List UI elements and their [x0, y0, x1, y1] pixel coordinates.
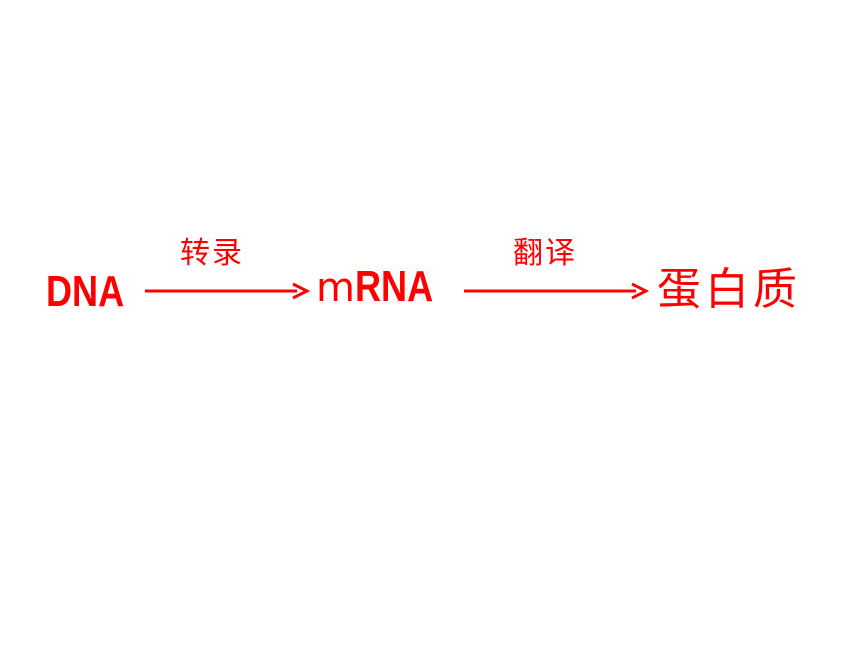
label-translation: 翻译	[513, 236, 577, 271]
mrna-prefix: m	[316, 265, 355, 311]
node-dna: DNA	[46, 267, 125, 316]
mrna-main: RNA	[354, 262, 434, 311]
arrow-mrna-to-protein	[464, 282, 649, 300]
arrow-dna-to-mrna	[145, 282, 310, 300]
node-protein: 蛋白质	[657, 264, 801, 315]
node-mrna: mRNA	[316, 265, 450, 309]
label-transcription: 转录	[180, 236, 244, 271]
